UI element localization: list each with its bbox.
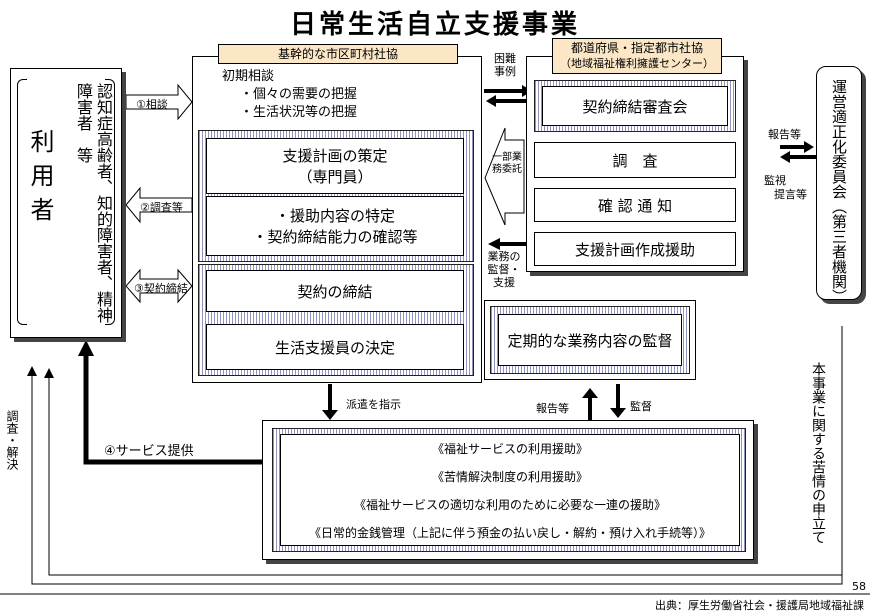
plan-line-2: （専門員） xyxy=(297,168,373,186)
survey-box: 調 査 xyxy=(534,142,736,178)
service-item-1: 《福祉サービスの利用援助》 xyxy=(431,442,588,456)
support-box: 支援計画作成援助 xyxy=(534,232,736,266)
label-oversight: 業務の監督・支援 xyxy=(487,250,521,289)
service-item-2: 《苦情解決制度の利用援助》 xyxy=(431,470,588,484)
label-report-2: 報告等 xyxy=(768,128,801,141)
supervision-box: 定期的な業務内容の監督 xyxy=(498,314,682,366)
label-investigate: ②調査等 xyxy=(140,201,183,214)
spec-box: ・援助内容の特定 ・契約締結能力の確認等 xyxy=(206,196,464,256)
investigate-arrow xyxy=(125,186,193,224)
label-difficult: 困難事例 xyxy=(494,52,516,78)
contract-box: 契約の締結 xyxy=(206,270,464,312)
plan-box: 支援計画の策定 （専門員） xyxy=(206,138,464,194)
committee-box: 運営適正化委員会（第三者機関） xyxy=(816,66,862,304)
initial-title: 初期相談 xyxy=(222,69,275,84)
review-box: 契約締結審査会 xyxy=(542,86,728,126)
label-consult: ①相談 xyxy=(136,98,168,111)
prefecture-header-line-1: 都道府県・指定都市社協 xyxy=(570,41,703,55)
confirm-box: 確 認 通 知 xyxy=(534,188,736,222)
label-dispatch: 派遣を指示 xyxy=(346,398,401,411)
municipal-header: 基幹的な市区町村社協 xyxy=(218,44,458,64)
spec-line-2: ・契約締結能力の確認等 xyxy=(252,228,418,246)
label-contract: ③契約締結 xyxy=(134,282,188,295)
service-item-4: 《日常的金銭管理（上記に伴う預金の払い戻し・解約・預け入れ手続等）》 xyxy=(308,526,711,540)
spec-line-1: ・援助内容の特定 xyxy=(274,207,395,225)
label-supervise: 監督 xyxy=(630,400,652,413)
services-box: 《福祉サービスの利用援助》 《苦情解決制度の利用援助》 《福祉サービスの適切な利… xyxy=(280,434,740,546)
initial-consult: 初期相談 ・個々の需要の把握 ・生活状況等の把握 xyxy=(200,68,472,126)
source-note: 出典：厚生労働省社会・援護局地域福祉課 xyxy=(655,599,864,612)
consult-arrow xyxy=(125,83,193,121)
user-label: 利用者 xyxy=(26,129,54,231)
decision-box: 生活支援員の決定 xyxy=(206,324,464,370)
prefecture-header-line-2: （地域福祉権利擁護センター） xyxy=(560,57,714,70)
partial-delegation-arrow xyxy=(484,127,525,226)
label-monitor-1: 監視 xyxy=(764,174,786,187)
committee-label: 運営適正化委員会（第三者機関） xyxy=(830,79,848,304)
initial-item-1: ・個々の需要の把握 xyxy=(240,87,358,102)
label-report: 報告等 xyxy=(536,402,569,415)
page-title: 日常生活自立支援事業 xyxy=(289,10,580,40)
service-item-3: 《福祉サービスの適切な利用のために必要な一連の援助》 xyxy=(353,498,666,512)
label-service: ④サービス提供 xyxy=(104,444,194,459)
user-box: 認知症高齢者、知的障害者、精神障害者 等 利用者 xyxy=(10,68,122,338)
contract-arrow xyxy=(125,268,193,304)
prefecture-header: 都道府県・指定都市社協 （地域福祉権利擁護センター） xyxy=(552,38,722,74)
label-monitor-2: 提言等 xyxy=(774,188,807,201)
user-description: 認知症高齢者、知的障害者、精神障害者 等 xyxy=(74,83,113,323)
initial-item-2: ・生活状況等の把握 xyxy=(240,105,358,120)
label-survey-resolve: 調査・解決 xyxy=(5,410,19,470)
page-number: 58 xyxy=(852,580,866,593)
label-complaint: 本事業に関する苦情の申立て xyxy=(810,362,826,544)
label-partial: 一部業務委託 xyxy=(492,152,522,175)
plan-line-1: 支援計画の策定 xyxy=(282,147,388,165)
